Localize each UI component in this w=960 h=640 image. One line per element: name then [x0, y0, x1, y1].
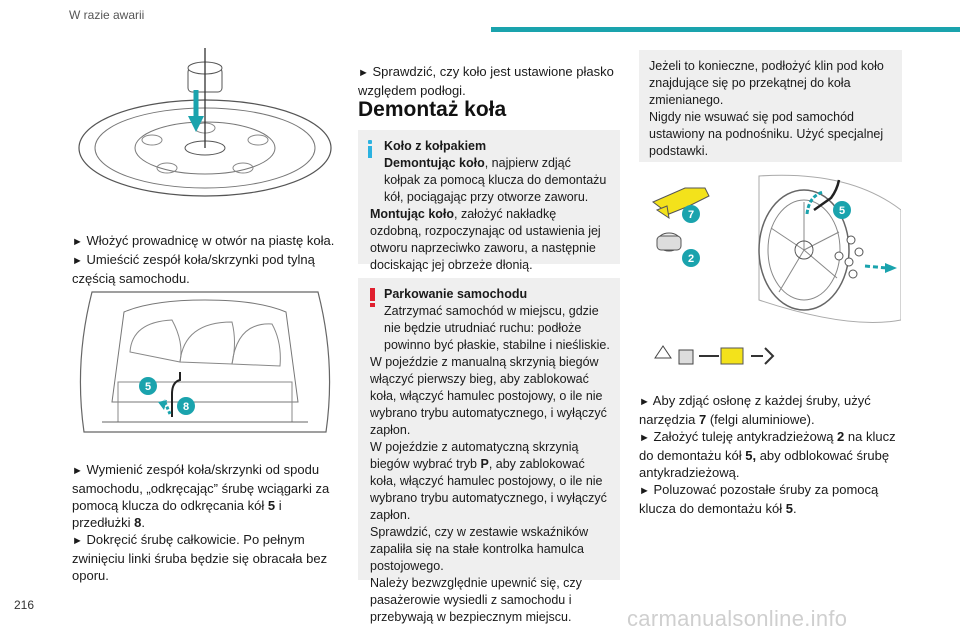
step-insert-guide: ► Włożyć prowadnicę w otwór na piastę ko…	[72, 233, 335, 248]
step-place-wheel: ► Umieścić zespół koła/skrzynki pod tyln…	[72, 252, 315, 286]
car-trunk-illustration: 5 8	[79, 291, 331, 433]
badge-8: 8	[183, 401, 189, 413]
badge-2: 2	[688, 253, 694, 265]
heading-wheel-removal: Demontaż koła	[358, 98, 507, 121]
info-icon	[368, 140, 372, 158]
badge-7: 7	[688, 209, 694, 221]
arrow-bullet-icon: ►	[72, 535, 83, 547]
step-tighten-bolt: ► Dokręcić śrubę całkowicie. Po pełnym z…	[72, 532, 328, 583]
warning-icon	[370, 288, 375, 308]
column-1-steps-a: ► Włożyć prowadnicę w otwór na piastę ko…	[72, 232, 342, 287]
section-title: W razie awarii	[69, 8, 145, 22]
warning-box-parking: Parkowanie samochodu Zatrzymać samochód …	[358, 278, 620, 624]
step-remove-caps: ► Aby zdjąć osłonę z każdej śruby, użyć …	[639, 393, 871, 427]
arrow-bullet-icon: ►	[358, 67, 369, 79]
step-antitheft-socket: ► Założyć tuleję antykradzieżową 2 na kl…	[639, 429, 896, 480]
wheel-removal-illustration: 7 5 2	[652, 174, 901, 365]
column-3-steps: ► Aby zdjąć osłonę z każdej śruby, użyć …	[639, 392, 902, 517]
spare-wheel-illustration	[78, 48, 332, 197]
arrow-bullet-icon: ►	[72, 236, 83, 248]
watermark: carmanualsonline.info	[627, 606, 848, 631]
header-accent-bar	[491, 27, 960, 32]
page-number: 216	[14, 598, 35, 612]
arrow-bullet-icon: ►	[72, 465, 83, 477]
step-check-wheel-flat: ► Sprawdzić, czy koło jest ustawione pła…	[358, 64, 614, 98]
note-box-chock: Jeżeli to konieczne, podłożyć klin pod k…	[639, 50, 902, 162]
column-1-steps-b: ► Wymienić zespół koła/skrzynki od spodu…	[72, 461, 342, 584]
arrow-bullet-icon: ►	[72, 255, 83, 267]
arrow-bullet-icon: ►	[639, 396, 650, 408]
badge-5: 5	[839, 205, 845, 217]
step-replace-wheel-box: ► Wymienić zespół koła/skrzynki od spodu…	[72, 462, 330, 530]
step-loosen-bolts: ► Poluzować pozostałe śruby za pomocą kl…	[639, 482, 879, 516]
arrow-bullet-icon: ►	[639, 432, 650, 444]
info-box-hubcap: Koło z kołpakiem Demontując koło, najpie…	[358, 130, 620, 272]
badge-5: 5	[145, 381, 151, 393]
arrow-bullet-icon: ►	[639, 485, 650, 497]
